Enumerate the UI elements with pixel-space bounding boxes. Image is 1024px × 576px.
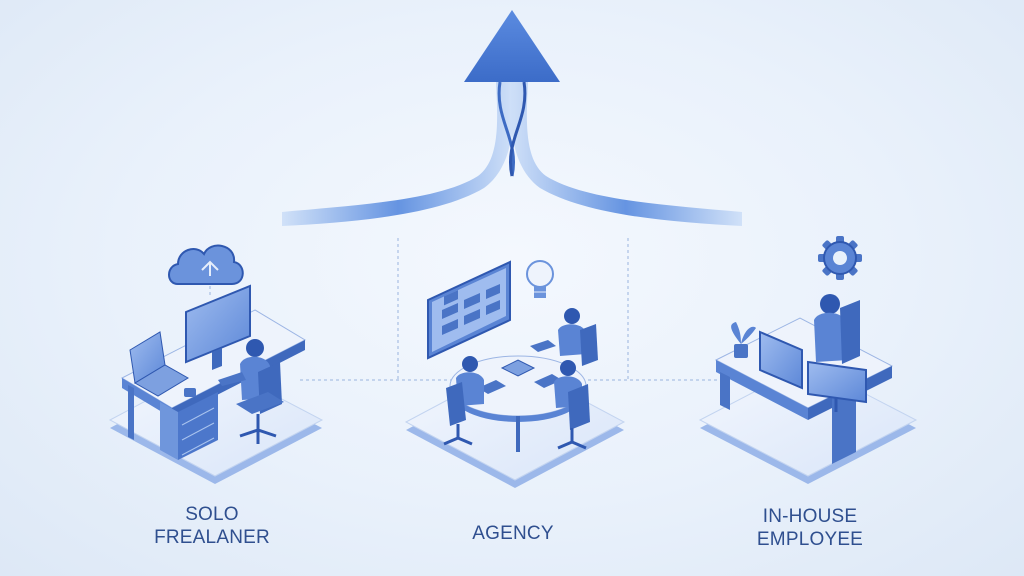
- inhouse-employee-label: IN-HOUSE EMPLOYEE: [730, 505, 890, 551]
- plant-icon: [731, 322, 756, 358]
- cloud-icon: [168, 244, 244, 285]
- solo-freelancer-label: SOLO FREALANER: [132, 503, 292, 549]
- inhouse-label-line1: IN-HOUSE: [762, 506, 858, 527]
- gear-icon: [818, 236, 862, 280]
- agency-label-line1: AGENCY: [472, 523, 554, 544]
- arrow-up-icon: [282, 10, 742, 226]
- agency-label: AGENCY: [433, 522, 593, 545]
- solo-label-line1: SOLO: [185, 504, 239, 525]
- solo-freelancer-scene: [108, 244, 324, 484]
- solo-label-line2: FREALANER: [154, 527, 270, 548]
- inhouse-employee-scene: [698, 236, 918, 484]
- agency-scene: [404, 260, 626, 488]
- inhouse-label-line2: EMPLOYEE: [756, 529, 864, 550]
- lightbulb-icon: [526, 260, 554, 298]
